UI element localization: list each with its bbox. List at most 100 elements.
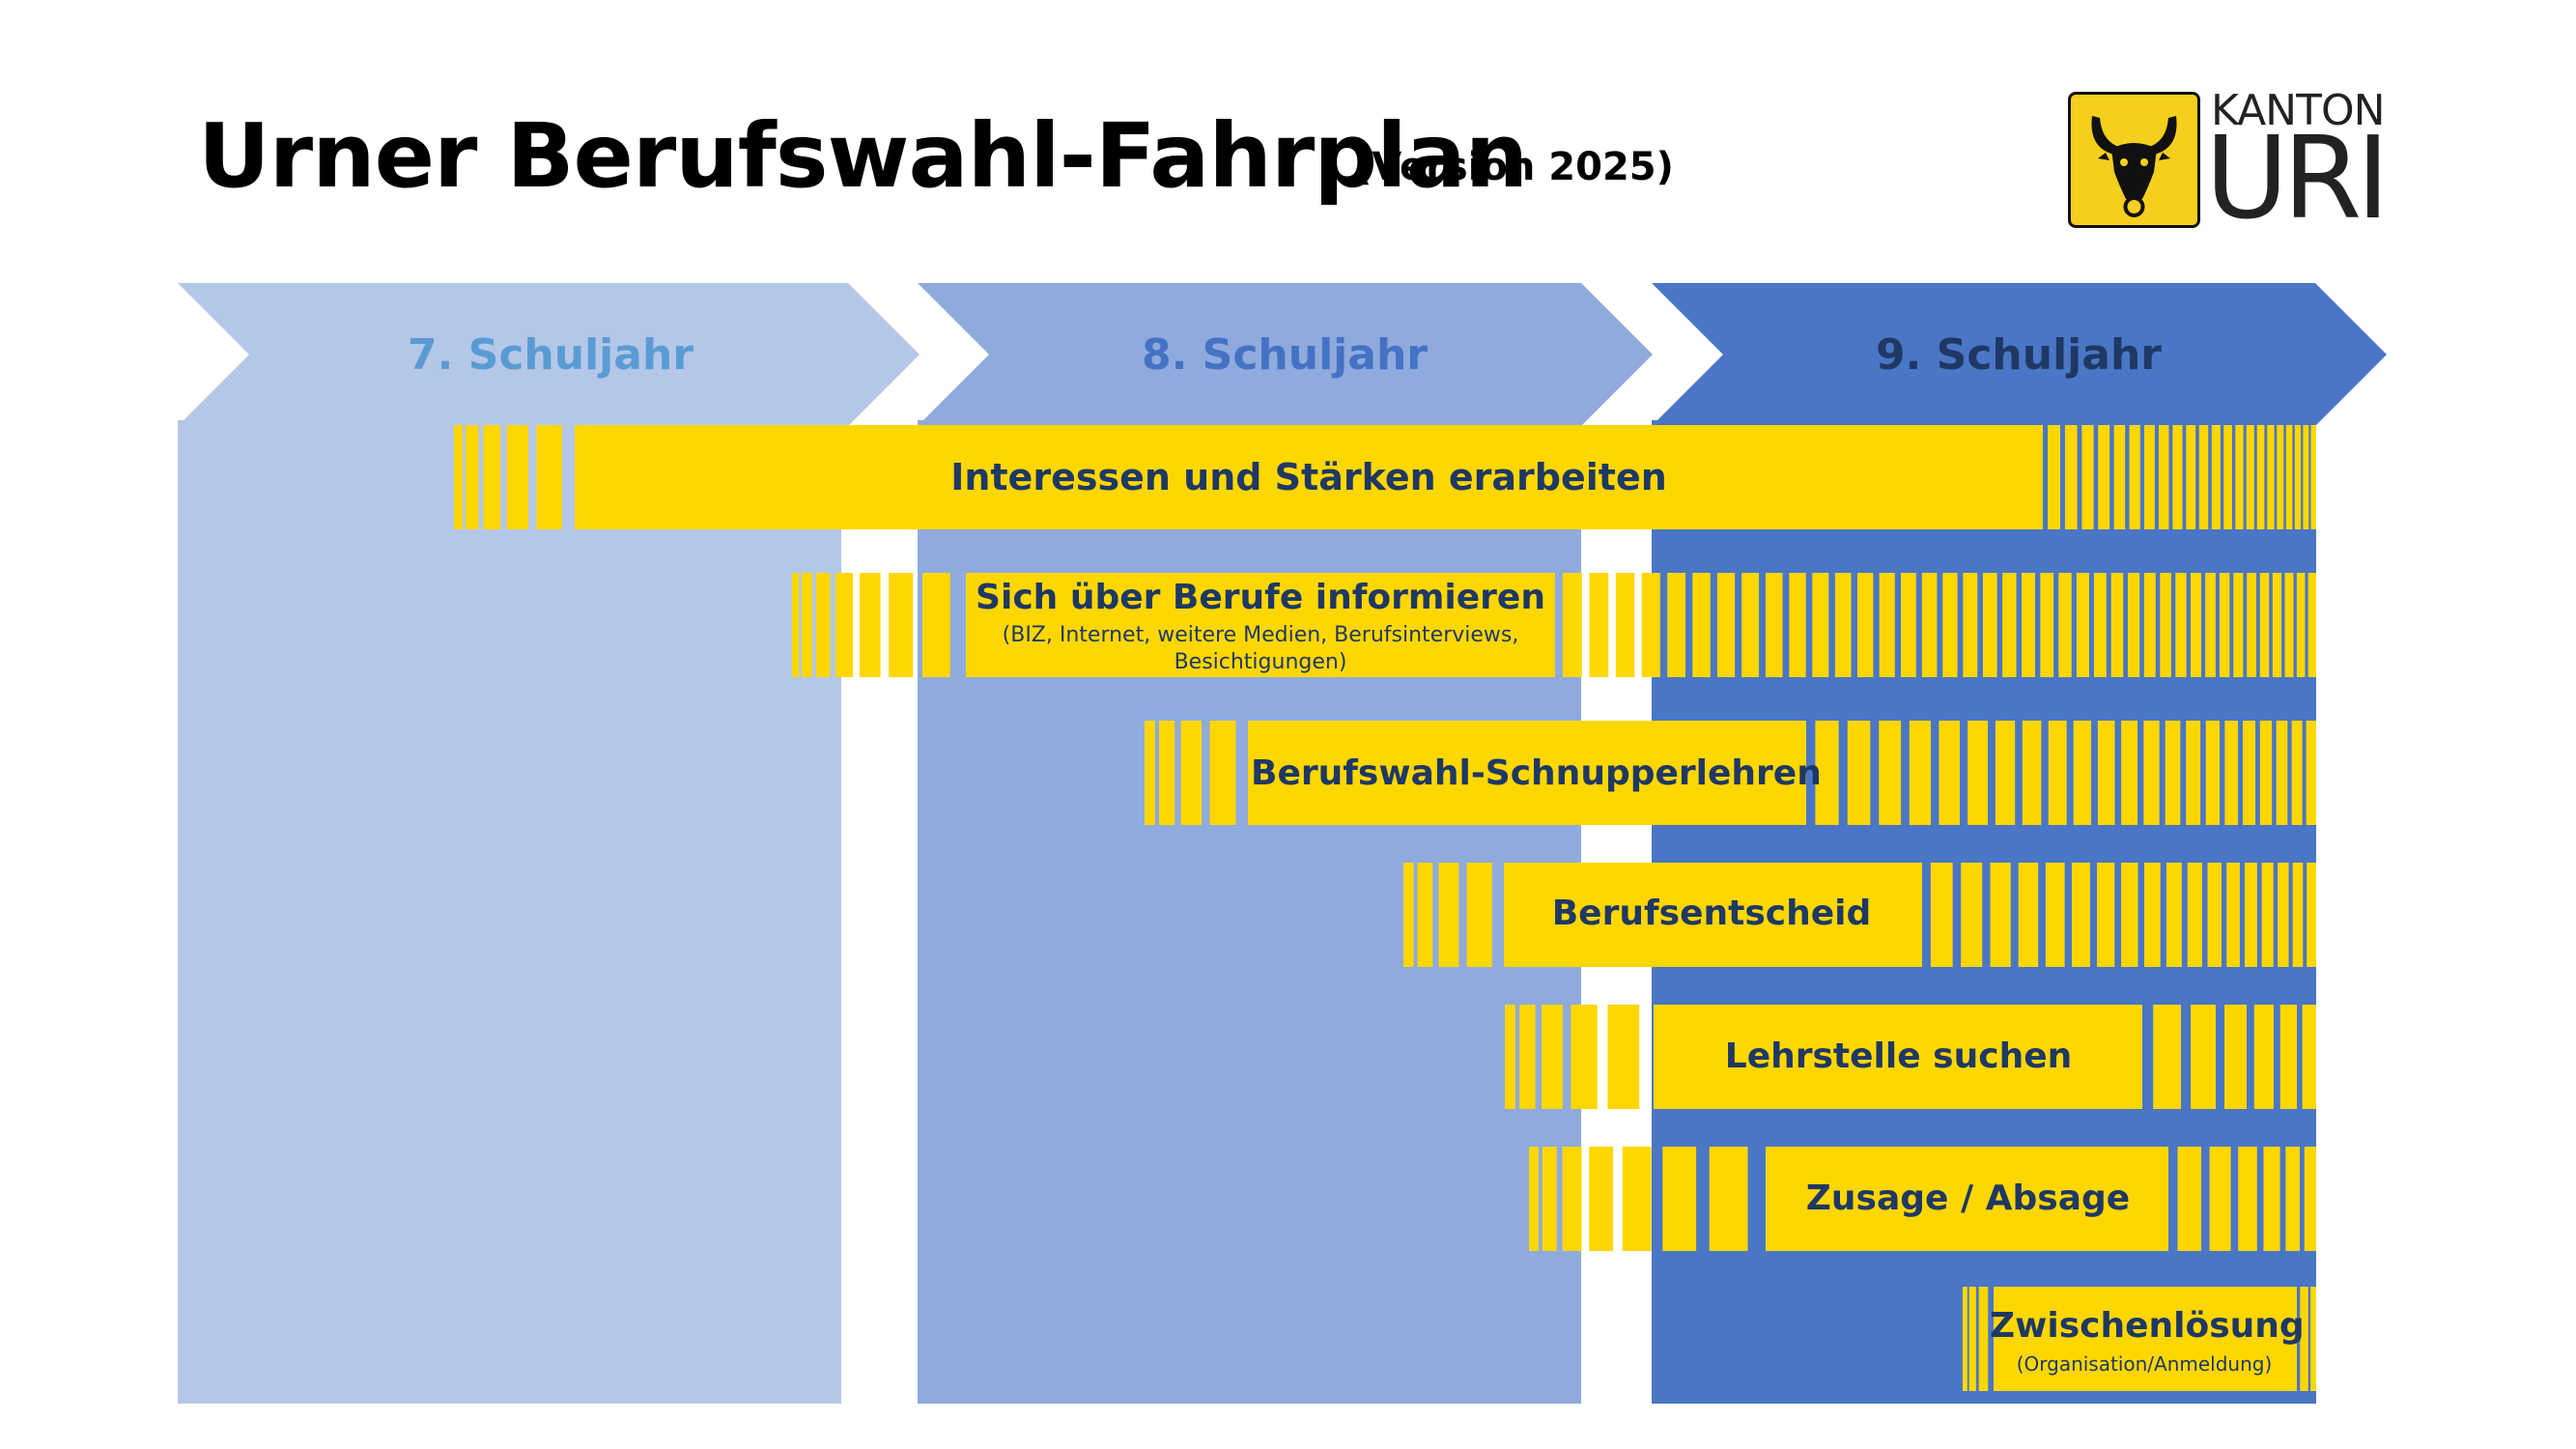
activity-bar-1 (575, 425, 2043, 529)
activity-bar-1-stripe (2144, 425, 2155, 529)
year-9-label: 9. Schuljahr (1876, 330, 2162, 380)
activity-bar-2-stripe (2160, 573, 2171, 677)
activity-bar-1-stripe (506, 425, 528, 529)
bar-label-zwischenloesung: Zwischenlösung (1990, 1306, 2305, 1346)
activity-bar-4-stripe (1403, 863, 1414, 967)
activity-bar-4-stripe (1990, 863, 2011, 967)
activity-bar-3-stripe (2291, 721, 2303, 825)
activity-bar-4-stripe (2187, 863, 2202, 967)
page-title: Urner Berufswahl-Fahrplan (198, 104, 1528, 208)
activity-bar-4-stripe (2226, 863, 2240, 967)
activity-bar-2-stripe (1667, 573, 1686, 677)
activity-bar-2-stripe (2233, 573, 2244, 677)
activity-bar-6-stripe (1709, 1147, 1748, 1251)
activity-bar-2-stripe (1562, 573, 1582, 677)
activity-bar-3-stripe (1209, 721, 1236, 825)
activity-bar-2-stripe (1834, 573, 1852, 677)
activity-bar-3-stripe (2073, 721, 2092, 825)
activity-bar-1-stripe (2198, 425, 2209, 529)
activity-bar-2-stripe (2040, 573, 2054, 677)
activity-bar-6-stripe (1662, 1147, 1697, 1251)
activity-bar-1-stripe (2256, 425, 2265, 529)
activity-bar-5-stripe (1505, 1005, 1515, 1109)
activity-bar-6-stripe (2209, 1147, 2231, 1251)
activity-bar-3-stripe (1879, 721, 1902, 825)
activity-bar-3-stripe (2186, 721, 2201, 825)
year-7-chevron (178, 283, 920, 426)
activity-bar-5-stripe (1519, 1005, 1536, 1109)
activity-bar-2-stripe (2296, 573, 2306, 677)
activity-bar-4-stripe (2071, 863, 2090, 967)
activity-bar-5-stripe (2223, 1005, 2247, 1109)
activity-bar-3-stripe (1159, 721, 1175, 825)
activity-bar-3-stripe (1967, 721, 1989, 825)
activity-bar-3-stripe (2097, 721, 2115, 825)
activity-bar-1-stripe (2294, 425, 2302, 529)
activity-bar-6-stripe (2238, 1147, 2257, 1251)
activity-bar-2-stripe (1615, 573, 1635, 677)
activity-bar-6-stripe (1529, 1147, 1539, 1251)
activity-bar-6-stripe (1542, 1147, 1557, 1251)
activity-bar-3-stripe (2121, 721, 2138, 825)
activity-bar-4-stripe (2278, 863, 2289, 967)
activity-bar-2-stripe (860, 573, 881, 677)
activity-bar-3-stripe (1180, 721, 1203, 825)
activity-bar-6-stripe (2177, 1147, 2201, 1251)
activity-bar-2-stripe (922, 573, 950, 677)
year-9-chevron (1652, 283, 2387, 426)
bar-label-schnupperlehren: Berufswahl-Schnupperlehren (1251, 753, 1822, 793)
bar-label-zusage: Zusage / Absage (1805, 1179, 2131, 1218)
activity-bar-5-stripe (2302, 1005, 2316, 1109)
activity-bar-3-stripe (2306, 721, 2316, 825)
activity-bar-3-stripe (2259, 721, 2273, 825)
activity-bar-2-stripe (1879, 573, 1895, 677)
activity-bar-3-stripe (2022, 721, 2042, 825)
activity-bar-1-stripe (2158, 425, 2169, 529)
activity-bar-2-stripe (1692, 573, 1711, 677)
activity-bar-1-stripe (2223, 425, 2232, 529)
activity-bar-5-stripe (2153, 1005, 2181, 1109)
activity-bar-2-stripe (1641, 573, 1660, 677)
activity-bars (454, 425, 2316, 1391)
activity-bar-7 (1994, 1287, 2297, 1391)
activity-bar-2-stripe (2093, 573, 2107, 677)
activity-bar-2-stripe (2284, 573, 2294, 677)
activity-bar-2-stripe (2247, 573, 2257, 677)
activity-bar-3-stripe (1815, 721, 1839, 825)
bar-sub-zwischenloesung: (Organisation/Anmeldung) (2016, 1352, 2273, 1376)
year-8-chevron (918, 283, 1653, 426)
activity-bar-3-stripe (2224, 721, 2238, 825)
activity-bar-2-stripe (2190, 573, 2201, 677)
activity-bar-7-stripe (1963, 1287, 1967, 1391)
activity-bar-1-stripe (2113, 425, 2126, 529)
activity-bar-2-stripe (816, 573, 831, 677)
activity-bar-2-stripe (1942, 573, 1958, 677)
activity-bar-1-stripe (466, 425, 479, 529)
activity-bar-2-stripe (2205, 573, 2216, 677)
activity-bar-1-stripe (2267, 425, 2275, 529)
activity-bar-2-stripe (1589, 573, 1609, 677)
activity-bar-6-stripe (2304, 1147, 2316, 1251)
activity-bar-1-stripe (2246, 425, 2254, 529)
activity-bar-1-stripe (2048, 425, 2061, 529)
activity-bar-6-stripe (1589, 1147, 1614, 1251)
activity-bar-3-stripe (2048, 721, 2067, 825)
activity-bar-5-stripe (1607, 1005, 1640, 1109)
activity-bar-1-stripe (2064, 425, 2078, 529)
activity-bar-2-stripe (2127, 573, 2140, 677)
activity-bar-2-stripe (2219, 573, 2230, 677)
activity-bar-6-stripe (1562, 1147, 1582, 1251)
activity-bar-2-stripe (2021, 573, 2036, 677)
activity-bar-3-stripe (2276, 721, 2288, 825)
activity-bar-4-stripe (2307, 863, 2316, 967)
activity-bar-1-stripe (2303, 425, 2309, 529)
activity-bar-2-stripe (1812, 573, 1829, 677)
activity-bar-6 (1766, 1147, 2168, 1251)
activity-bar-4-stripe (2292, 863, 2304, 967)
activity-bar-2-stripe (1856, 573, 1874, 677)
activity-bar-2-stripe (2259, 573, 2270, 677)
activity-bar-1-stripe (2129, 425, 2140, 529)
activity-bar-3 (1248, 721, 1806, 825)
activity-bar-2-stripe (2307, 573, 2316, 677)
year-7-label: 7. Schuljahr (408, 330, 694, 380)
